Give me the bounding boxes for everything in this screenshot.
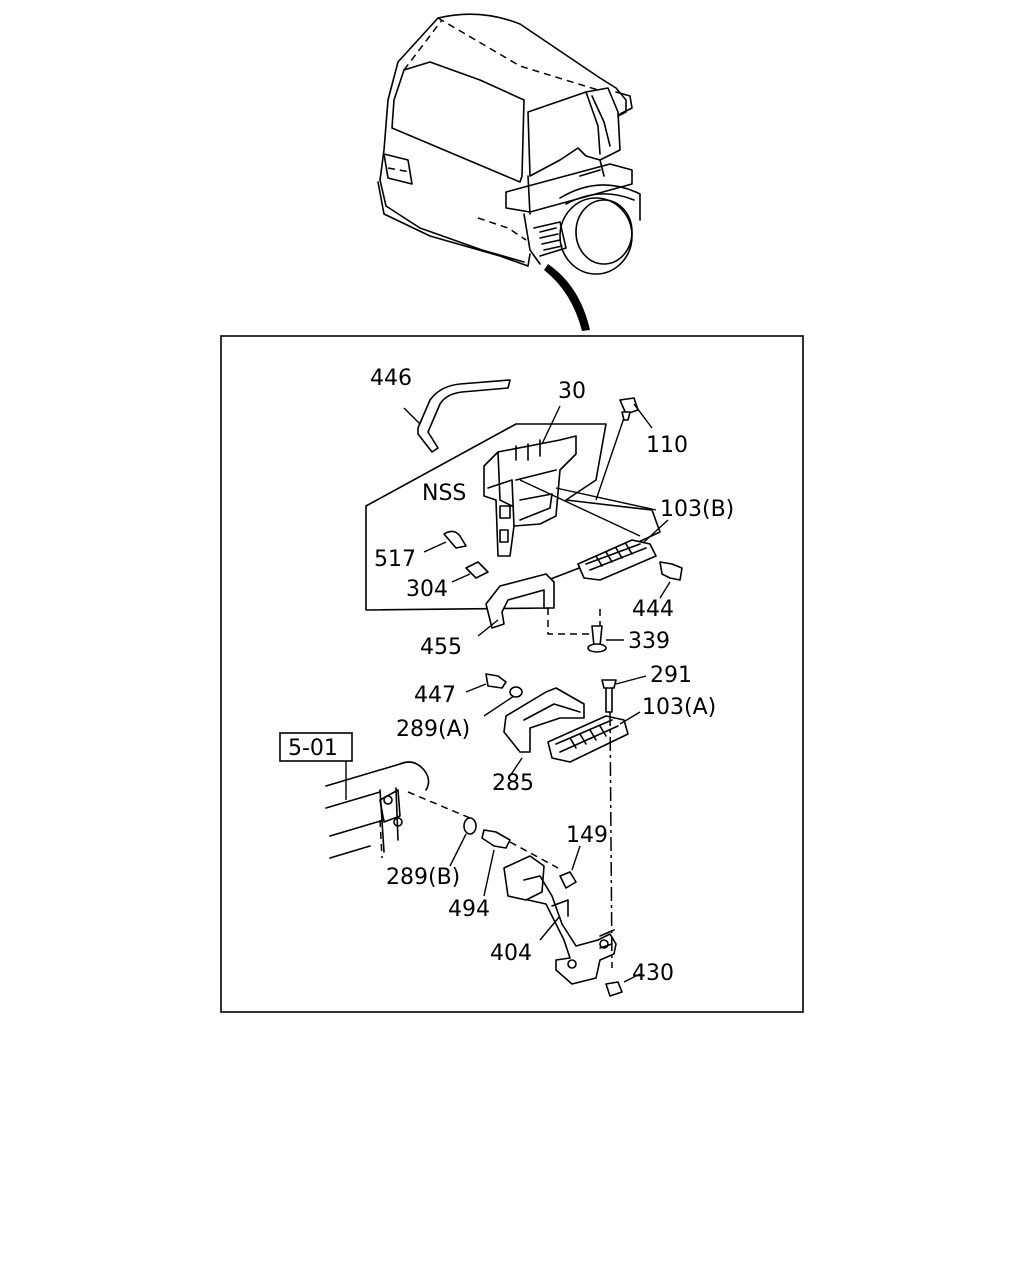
callout-444: 444 (632, 597, 674, 622)
callout-404: 404 (490, 941, 532, 966)
callout-nss: NSS (422, 481, 466, 506)
callout-103a: 103(A) (642, 695, 716, 720)
callout-289b: 289(B) (386, 865, 460, 890)
clip-nut-304 (451, 561, 489, 583)
callout-447: 447 (414, 683, 456, 708)
stud-339 (587, 625, 624, 653)
callout-110: 110 (646, 433, 688, 458)
step-assembly-30 (365, 405, 661, 611)
nut-149 (559, 845, 581, 889)
bolt-447 (465, 673, 523, 717)
bracket-455 (477, 573, 601, 637)
truck-cab-illustration (377, 13, 641, 275)
reference-box: 5-01 (279, 732, 353, 762)
detail-arrow (544, 264, 590, 331)
callout-289a: 289(A) (396, 717, 470, 742)
bolt-444 (659, 561, 683, 599)
bracket-285 (503, 687, 585, 777)
step-bracket-404 (503, 855, 617, 985)
stud-494 (481, 829, 559, 897)
bolt-110 (619, 397, 653, 429)
rivet-517 (423, 530, 467, 553)
bolt-291 (601, 675, 647, 713)
callout-103b: 103(B) (660, 497, 734, 522)
callout-430: 430 (632, 961, 674, 986)
washer-289b (449, 817, 477, 867)
callout-339: 339 (628, 629, 670, 654)
step-plate-103b (577, 519, 669, 581)
callout-517: 517 (374, 547, 416, 572)
callout-494: 494 (448, 897, 490, 922)
callout-455: 455 (420, 635, 462, 660)
center-line (609, 711, 613, 969)
callout-291: 291 (650, 663, 692, 688)
callout-149: 149 (566, 823, 608, 848)
callout-285: 285 (492, 771, 534, 796)
reference-label: 5-01 (288, 736, 338, 761)
callout-304: 304 (406, 577, 448, 602)
frame-rail (325, 760, 471, 859)
step-plate-103a (547, 711, 641, 763)
callout-30: 30 (558, 379, 586, 404)
rod-446 (403, 379, 511, 453)
detail-frame (220, 335, 804, 1013)
callout-446: 446 (370, 366, 412, 391)
nut-430 (605, 973, 641, 997)
